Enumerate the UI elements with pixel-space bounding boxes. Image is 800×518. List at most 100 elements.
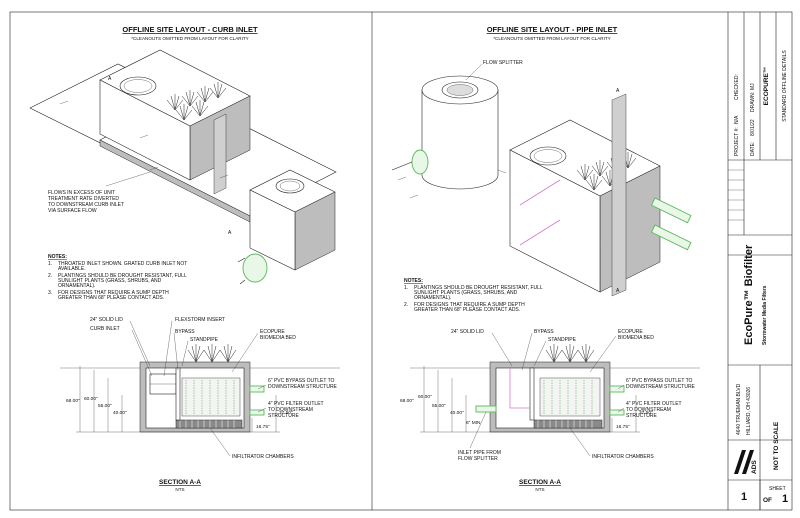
tb-project: N/A <box>734 115 740 124</box>
svg-text:TO DOWNSTREAM: TO DOWNSTREAM <box>626 407 671 413</box>
flow-splitter-label: FLOW SPLITTER <box>483 60 523 66</box>
section-marker-left-top: A <box>108 76 112 82</box>
svg-text:FLOW SPLITTER: FLOW SPLITTER <box>458 456 498 462</box>
ads-logo: ADS <box>734 450 758 474</box>
sheet-border <box>9 11 793 511</box>
left-dim-1675: 16.75" <box>256 424 270 430</box>
tb-logo: ADS <box>751 460 758 474</box>
svg-text:STRUCTURE: STRUCTURE <box>626 413 657 419</box>
section-marker-right-bottom: A <box>616 288 620 294</box>
left-dim-68: 68.00" <box>66 398 80 404</box>
right-dim-68: 68.00" <box>400 398 414 404</box>
tb-date: 8/01/22 <box>750 119 756 136</box>
tb-drawn-label: DRAWN: <box>750 92 756 112</box>
svg-text:2.: 2. <box>48 273 52 279</box>
svg-text:TO DOWNSTREAM: TO DOWNSTREAM <box>268 407 313 413</box>
svg-text:PLANTINGS SHOULD BE DROUGHT RE: PLANTINGS SHOULD BE DROUGHT RESISTANT, F… <box>414 285 543 291</box>
tb-address-2: HILLIARD, OH 43026 <box>746 387 752 435</box>
svg-text:PLANTINGS SHOULD BE DROUGHT RE: PLANTINGS SHOULD BE DROUGHT RESISTANT, F… <box>58 273 187 279</box>
svg-text:4" PVC FILTER OUTLET: 4" PVC FILTER OUTLET <box>626 401 682 407</box>
svg-text:SUNLIGHT PLANTS (GRASS, SHRUBS: SUNLIGHT PLANTS (GRASS, SHRUBS, AND <box>414 290 518 296</box>
right-isometric-layout: FLOW SPLITTER A A <box>391 60 692 297</box>
left-dim-55: 55.00" <box>98 403 112 409</box>
svg-text:6" PVC BYPASS OUTLET TO: 6" PVC BYPASS OUTLET TO <box>268 378 335 384</box>
right-label-standpipe: STANDPIPE <box>548 337 577 343</box>
svg-text:ORNAMENTAL).: ORNAMENTAL). <box>414 295 451 301</box>
tb-brand-name: EcoPure™ Biofilter <box>743 244 755 345</box>
tb-project-label: PROJECT #: <box>734 127 740 156</box>
tb-checked-label: CHECKED: <box>734 74 740 100</box>
left-subtitle: *CLEANOUTS OMITTED FROM LAYOUT FOR CLARI… <box>131 36 249 41</box>
flow-callout: FLOWS IN EXCESS OF UNIT TREATMENT RATE D… <box>48 190 124 214</box>
left-label-biomedia: BIOMEDIA BED <box>260 335 296 341</box>
right-dim-3750: 37.50" <box>639 410 653 416</box>
right-section-title: SECTION A-A <box>519 479 561 486</box>
right-section-view: 68.00" 60.00" 55.00" 40.00" 6" MIN 37.50… <box>400 329 700 462</box>
left-title: OFFLINE SITE LAYOUT - CURB INLET <box>122 25 258 34</box>
right-label-biomedia: BIOMEDIA BED <box>618 335 654 341</box>
svg-text:DOWNSTREAM STRUCTURE: DOWNSTREAM STRUCTURE <box>268 384 338 390</box>
svg-text:3.: 3. <box>48 290 52 296</box>
left-plants <box>166 82 227 121</box>
svg-text:4" PVC FILTER OUTLET: 4" PVC FILTER OUTLET <box>268 401 324 407</box>
svg-text:1.: 1. <box>404 285 408 291</box>
right-subtitle: *CLEANOUTS OMITTED FROM LAYOUT FOR CLARI… <box>493 36 611 41</box>
left-dim-3750: 37.50" <box>279 410 293 416</box>
left-panel: OFFLINE SITE LAYOUT - CURB INLET *CLEANO… <box>29 25 340 492</box>
svg-text:GREATER THAN 68" PLEASE CONTAC: GREATER THAN 68" PLEASE CONTACT ADS. <box>414 307 520 313</box>
right-dim-6-min: 6" MIN <box>466 420 481 426</box>
svg-text:FOR DESIGNS THAT REQUIRE A SUM: FOR DESIGNS THAT REQUIRE A SUMP DEPTH <box>58 290 169 296</box>
tb-drawing: STANDARD OFFLINE DETAILS <box>782 50 788 122</box>
left-section-view: 68.00" 60.00" 55.00" 40.00" 37.50" 16.75… <box>60 317 340 460</box>
tb-date-label: DATE: <box>750 142 756 156</box>
right-title: OFFLINE SITE LAYOUT - PIPE INLET <box>487 25 618 34</box>
section-marker-right-top: A <box>616 88 620 94</box>
right-dim-40: 40.00" <box>450 410 464 416</box>
right-label-ecopure: ECOPURE <box>618 329 643 335</box>
svg-text:NOTES:: NOTES: <box>48 254 67 260</box>
svg-text:VIA SURFACE FLOW: VIA SURFACE FLOW <box>48 208 97 214</box>
tb-sheets: 1 <box>782 493 788 505</box>
right-plants <box>576 152 637 191</box>
tb-of: OF <box>763 497 772 504</box>
svg-text:AVAILABLE.: AVAILABLE. <box>58 266 86 272</box>
title-block: ECOPURE™ STANDARD OFFLINE DETAILS DATE: … <box>728 12 792 510</box>
left-label-curb-inlet: CURB INLET <box>90 326 120 332</box>
left-dim-60: 60.00" <box>84 396 98 402</box>
svg-text:6" PVC BYPASS OUTLET TO: 6" PVC BYPASS OUTLET TO <box>626 378 693 384</box>
left-label-standpipe: STANDPIPE <box>190 337 219 343</box>
svg-text:DOWNSTREAM STRUCTURE: DOWNSTREAM STRUCTURE <box>626 384 696 390</box>
svg-text:1.: 1. <box>48 261 52 267</box>
svg-text:TREATMENT RATE DIVERTED: TREATMENT RATE DIVERTED <box>48 196 119 202</box>
left-notes: NOTES: 1. THROATED INLET SHOWN. GRATED C… <box>48 254 187 301</box>
tb-sheet: 1 <box>741 491 747 503</box>
right-label-bypass: BYPASS <box>534 329 554 335</box>
right-dim-55: 55.00" <box>432 403 446 409</box>
svg-text:FLOWS IN EXCESS OF UNIT: FLOWS IN EXCESS OF UNIT <box>48 190 115 196</box>
tb-revision-grid <box>728 169 744 221</box>
left-dim-40: 40.00" <box>113 410 127 416</box>
svg-text:INLET PIPE FROM: INLET PIPE FROM <box>458 450 501 456</box>
right-label-solid-lid: 24" SOLID LID <box>451 329 484 335</box>
left-label-ecopure: ECOPURE <box>260 329 285 335</box>
svg-text:FOR DESIGNS THAT REQUIRE A SUM: FOR DESIGNS THAT REQUIRE A SUMP DEPTH <box>414 302 525 308</box>
left-section-title: SECTION A-A <box>159 479 201 486</box>
left-label-solid-lid: 24" SOLID LID <box>90 317 123 323</box>
left-isometric-layout: A A <box>29 49 337 285</box>
tb-brand-sub: Stormwater Media Filters <box>762 285 768 345</box>
left-section-nts: NTS <box>175 487 184 492</box>
right-notes: NOTES: 1. PLANTINGS SHOULD BE DROUGHT RE… <box>404 278 543 313</box>
svg-text:NOTES:: NOTES: <box>404 278 423 284</box>
right-panel: OFFLINE SITE LAYOUT - PIPE INLET *CLEANO… <box>391 25 700 492</box>
svg-text:GREATER THAN 68" PLEASE CONTAC: GREATER THAN 68" PLEASE CONTACT ADS. <box>58 295 164 301</box>
right-dim-1675: 16.75" <box>616 424 630 430</box>
tb-drawn: MJ <box>750 83 756 90</box>
left-label-flexstorm: FLEXSTORM INSERT <box>175 317 225 323</box>
tb-address-1: 4640 TRUEMAN BLVD <box>736 383 742 435</box>
left-label-bypass: BYPASS <box>175 329 195 335</box>
section-marker-left-bottom: A <box>228 230 232 236</box>
svg-text:THROATED INLET SHOWN. GRATED C: THROATED INLET SHOWN. GRATED CURB INLET … <box>58 261 187 267</box>
right-label-infiltrator: INFILTRATOR CHAMBERS <box>592 454 654 460</box>
svg-text:STRUCTURE: STRUCTURE <box>268 413 299 419</box>
